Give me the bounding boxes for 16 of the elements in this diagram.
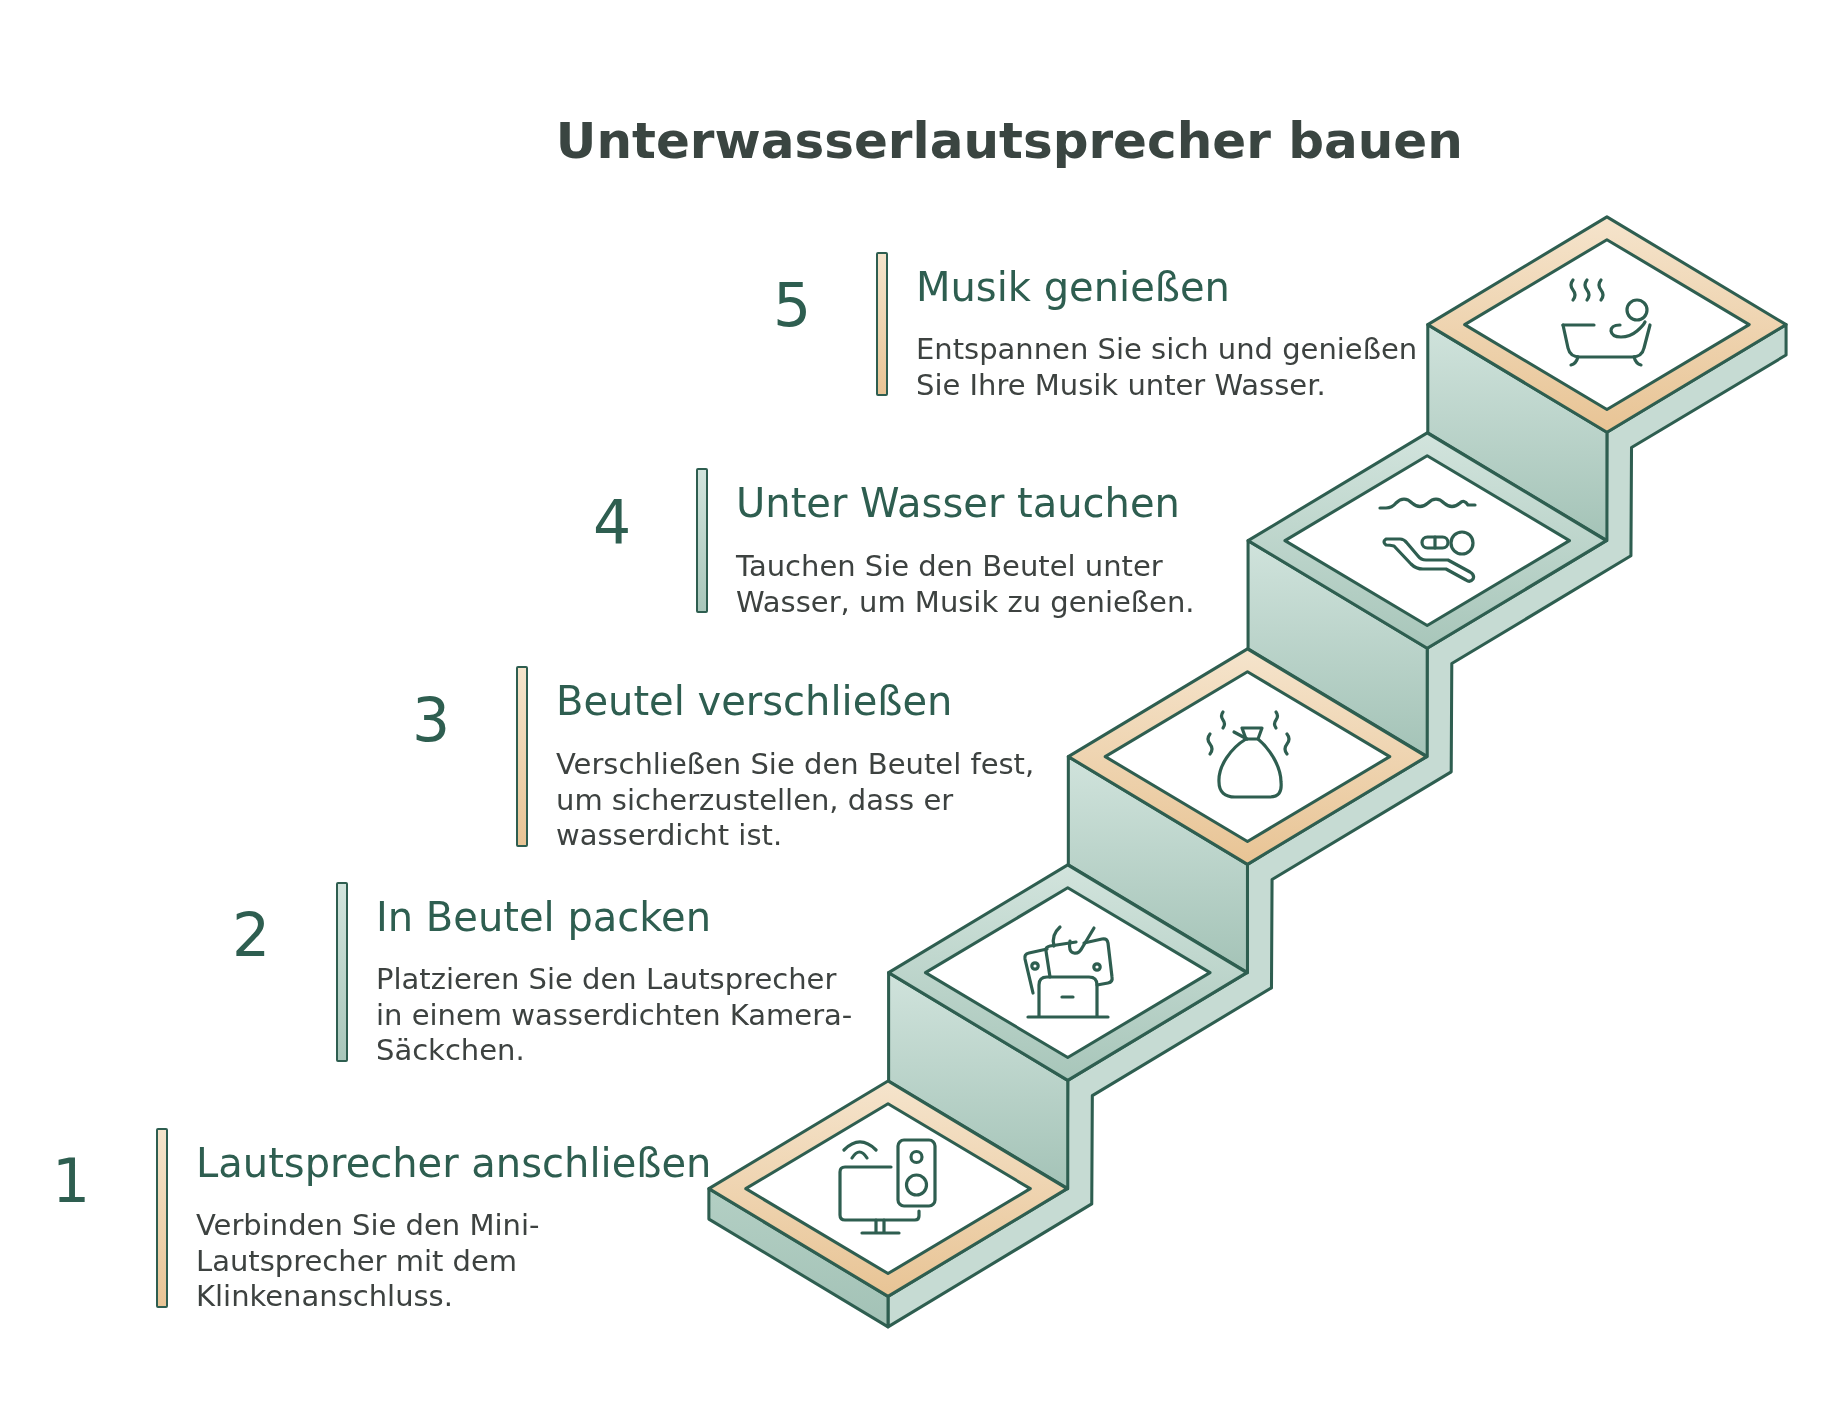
step-title: In Beutel packen [376,894,711,940]
step-number: 3 [412,690,451,750]
step-description: Tauchen Sie den Beutel unter Wasser, um Musik zu genießen. [736,549,1196,620]
step-title: Musik genießen [916,264,1230,310]
diagram-title: Unterwasserlautsprecher bauen [555,111,1463,171]
step-number: 1 [52,1151,91,1211]
step-number: 4 [593,492,632,552]
step-number: 2 [232,905,271,965]
step-title: Lautsprecher anschließen [196,1140,712,1186]
step-description: Verschließen Sie den Beutel fest, um sicherzustellen, dass er wasserdicht ist. [556,747,1036,854]
step-title: Beutel verschließen [556,678,953,724]
step-title: Unter Wasser tauchen [736,480,1180,526]
step-description: Verbinden Sie den Mini-Lautsprecher mit dem Klinkenanschluss. [196,1208,541,1315]
step-description: Platzieren Sie den Lautsprecher in einem wasserdichten Kamera-Säckchen. [376,962,854,1069]
step-description: Entspannen Sie sich und genießen Sie Ihre Musik unter Wasser. [916,332,1419,403]
step-number: 5 [773,275,812,335]
